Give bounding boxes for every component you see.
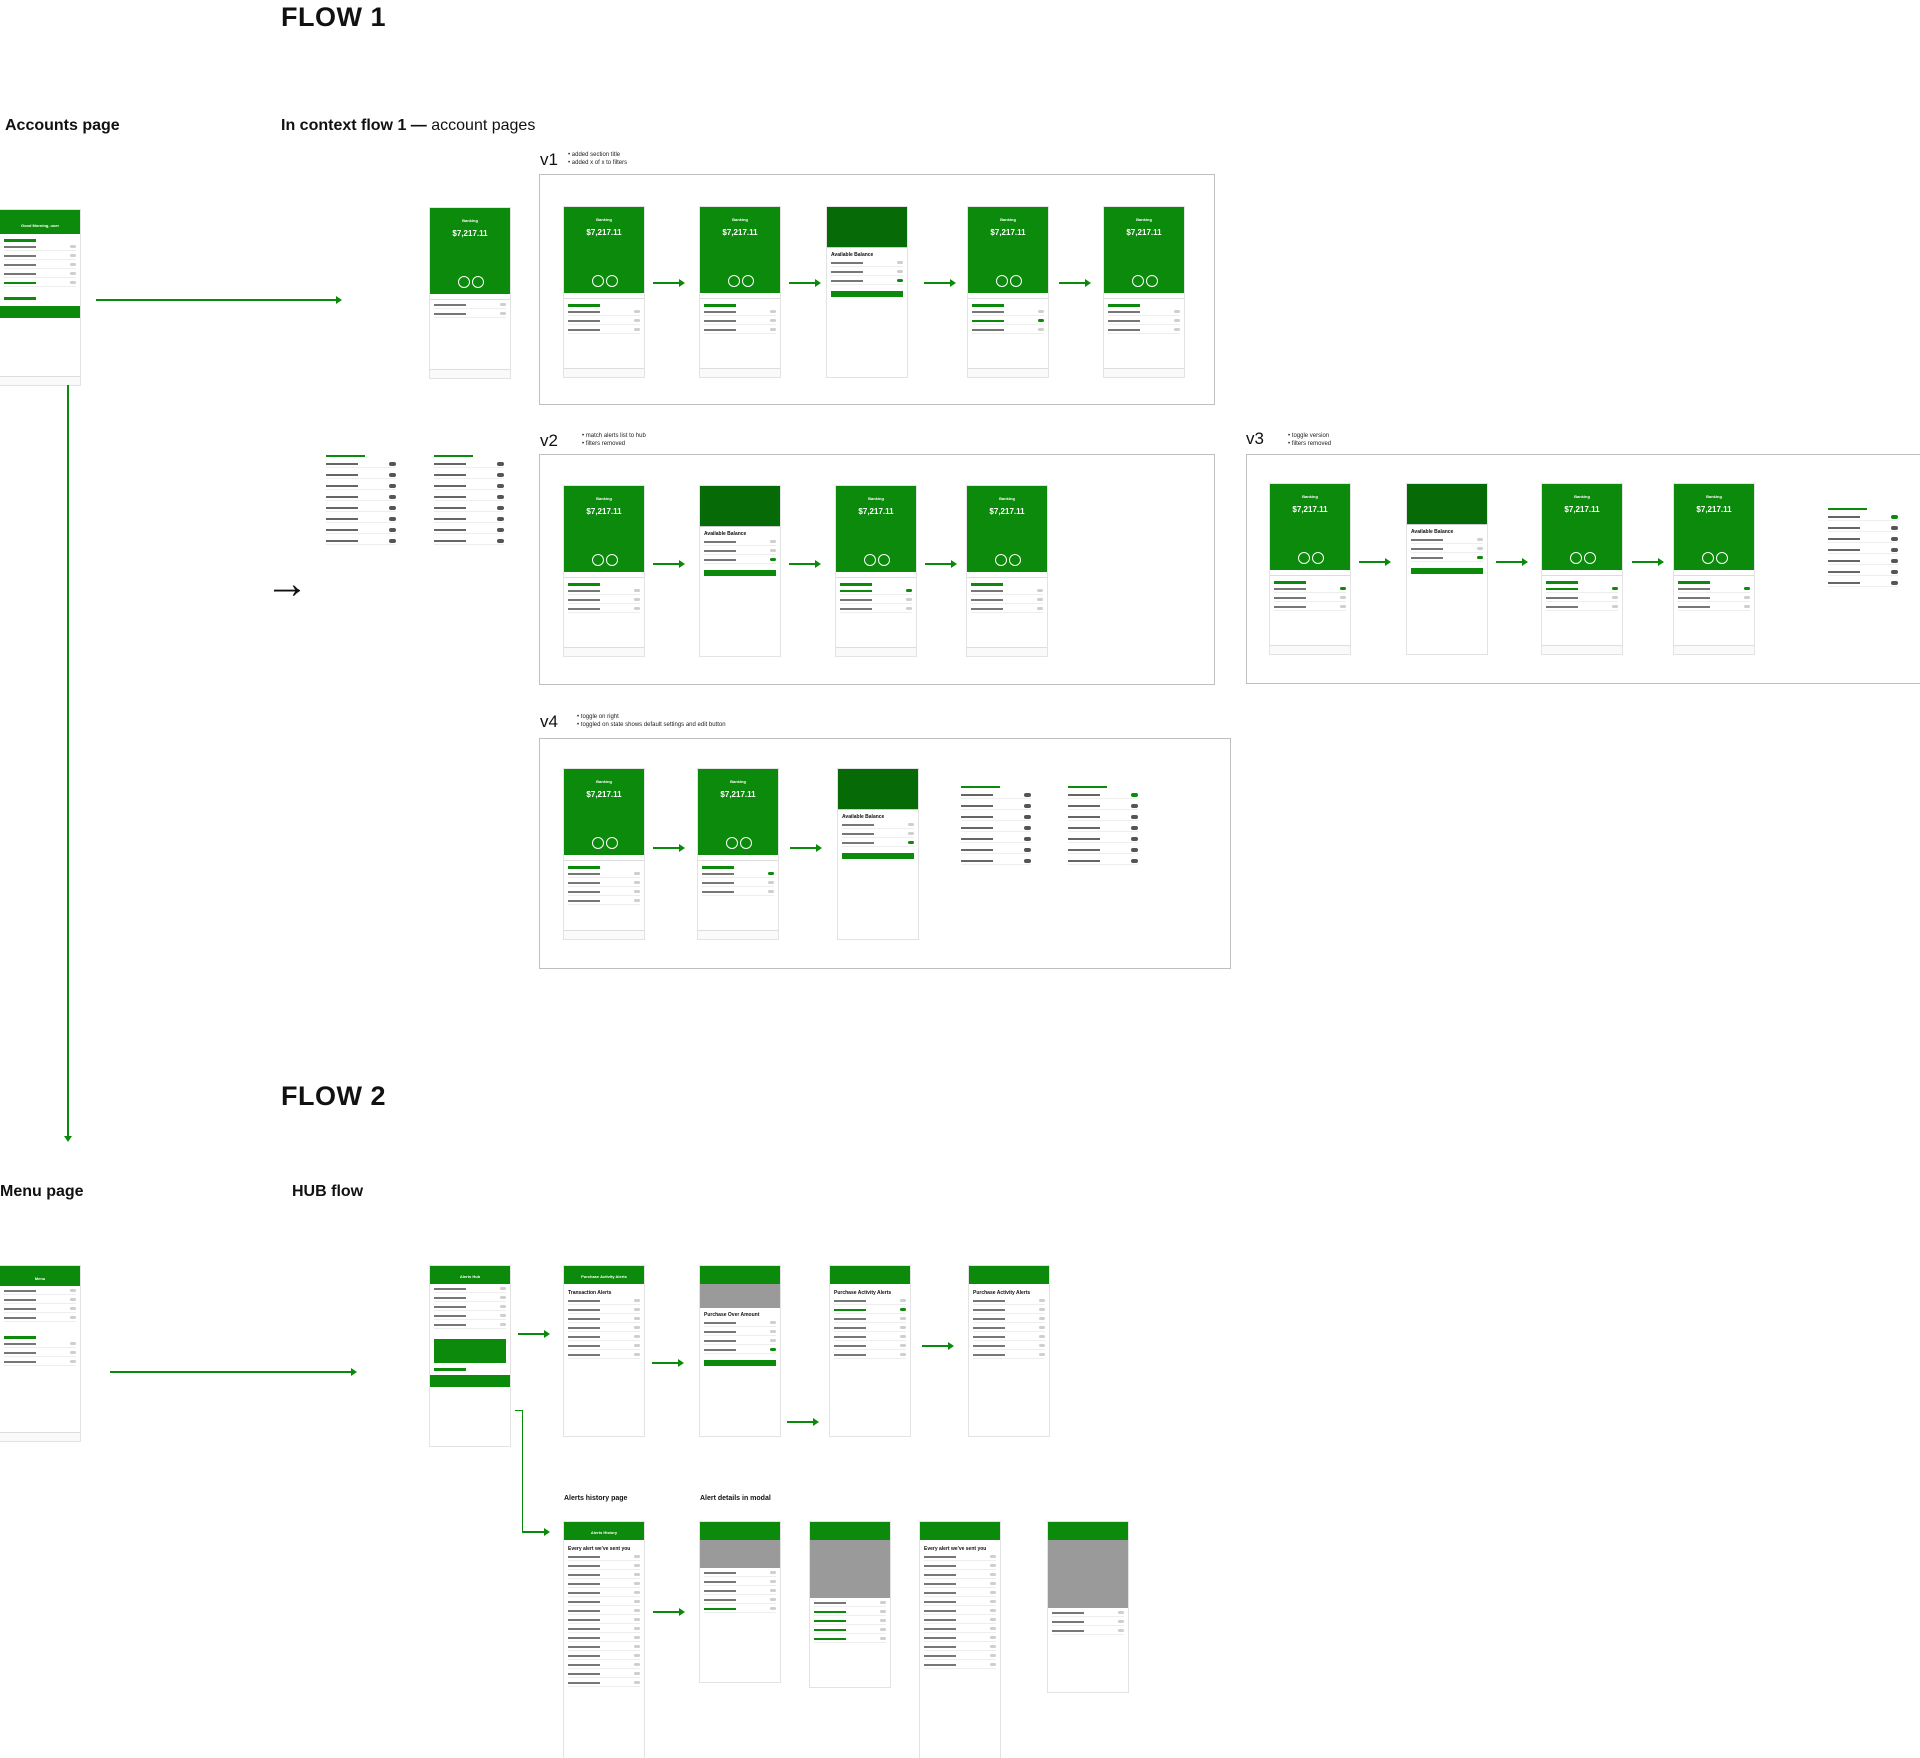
menu-to-hub-arrow <box>110 1368 357 1376</box>
v2-screen-2-modal: Available Balance <box>700 486 780 656</box>
purchase-over-amount-modal: Purchase Over Amount <box>700 1266 780 1436</box>
v2-arrow-2 <box>789 560 821 568</box>
v3-screen-4: Banking$7,217.11 <box>1674 484 1754 654</box>
v1-notes: added section titleadded x of x to filte… <box>568 151 627 167</box>
purchase-alerts-saved: Purchase Activity Alerts <box>830 1266 910 1436</box>
hub-branch-stub <box>515 1410 523 1411</box>
hub-branch-line <box>522 1410 523 1532</box>
v1-screen-2: Banking$7,217.11 <box>700 207 780 377</box>
menu-page-mockup: Menu <box>0 1266 80 1441</box>
v1-screen-3-modal: Available Balance <box>827 207 907 377</box>
flow1-title: FLOW 1 <box>281 2 386 32</box>
history-filtered: Every alert we've sent you <box>920 1522 1000 1758</box>
flow2-title: FLOW 2 <box>281 1081 386 1111</box>
v4-label: v4 <box>540 712 558 731</box>
v3-notes: toggle versionfilters removed <box>1288 432 1331 448</box>
v2-screen-3: Banking$7,217.11 <box>836 486 916 656</box>
v4-arrow-1 <box>653 844 685 852</box>
v3-arrow-3 <box>1632 558 1664 566</box>
alerts-history-page: Alerts History Every alert we've sent yo… <box>564 1522 644 1758</box>
v3-arrow-1 <box>1359 558 1391 566</box>
v3-label: v3 <box>1246 429 1264 448</box>
accounts-to-context-arrow <box>96 296 342 304</box>
v3-screen-3: Banking$7,217.11 <box>1542 484 1622 654</box>
v2-alerts-list-b <box>434 455 504 545</box>
v2-big-arrow: → <box>265 559 309 608</box>
hub-flow-label: HUB flow <box>292 1183 364 1200</box>
v4-screen-3-modal: Available Balance <box>838 769 918 939</box>
v2-alerts-list-a <box>326 455 396 545</box>
v1-arrow-3 <box>924 279 956 287</box>
v4-alerts-list-a <box>961 786 1031 865</box>
v1-screen-1: Banking$7,217.11 <box>564 207 644 377</box>
v2-arrow-3 <box>925 560 957 568</box>
menu-page-label: Menu page <box>0 1183 84 1200</box>
v3-arrow-2 <box>1496 558 1528 566</box>
v2-screen-1: Banking$7,217.11 <box>564 486 644 656</box>
accounts-page-mockup: Good Morning, user <box>0 210 80 385</box>
account-page-mockup: Banking$7,217.11 <box>430 208 510 378</box>
v4-screen-1: Banking$7,217.11 <box>564 769 644 939</box>
hub-arrow-1 <box>518 1330 550 1338</box>
v2-screen-4: Banking$7,217.11 <box>967 486 1047 656</box>
hub-to-history-arrow <box>522 1528 550 1536</box>
v1-arrow-1 <box>653 279 685 287</box>
accounts-to-menu-arrow <box>64 385 72 1142</box>
v2-label: v2 <box>540 431 558 450</box>
v1-arrow-4 <box>1059 279 1091 287</box>
purchase-alerts-list: Purchase Activity Alerts Transaction Ale… <box>564 1266 644 1436</box>
v4-screen-2: Banking$7,217.11 <box>698 769 778 939</box>
hub-arrow-3 <box>787 1418 819 1426</box>
v3-screen-1: Banking$7,217.11 <box>1270 484 1350 654</box>
alert-details-modal <box>700 1522 780 1682</box>
hub-arrow-4 <box>922 1342 954 1350</box>
v3-alerts-list <box>1828 508 1898 587</box>
alert-details-caption: Alert details in modal <box>700 1495 771 1502</box>
v2-arrow-1 <box>653 560 685 568</box>
history-sort-modal <box>1048 1522 1128 1692</box>
v1-screen-5: Banking$7,217.11 <box>1104 207 1184 377</box>
v3-screen-2-modal: Available Balance <box>1407 484 1487 654</box>
purchase-alerts-final: Purchase Activity Alerts <box>969 1266 1049 1436</box>
v4-arrow-2 <box>790 844 822 852</box>
history-arrow-1 <box>653 1608 685 1616</box>
hub-arrow-2 <box>652 1359 684 1367</box>
v4-notes: toggle on righttoggled on state shows de… <box>577 713 726 729</box>
in-context-flow-label: In context flow 1 — account pages <box>281 117 536 134</box>
v1-screen-4: Banking$7,217.11 <box>968 207 1048 377</box>
alerts-history-caption: Alerts history page <box>564 1495 628 1502</box>
v1-arrow-2 <box>789 279 821 287</box>
accounts-page-label: Accounts page <box>5 117 120 134</box>
v1-label: v1 <box>540 150 558 169</box>
v2-notes: match alerts list to hubfilters removed <box>582 432 646 448</box>
v4-alerts-list-b <box>1068 786 1138 865</box>
alerts-hub-mockup: Alerts Hub <box>430 1266 510 1446</box>
history-filter-modal <box>810 1522 890 1687</box>
